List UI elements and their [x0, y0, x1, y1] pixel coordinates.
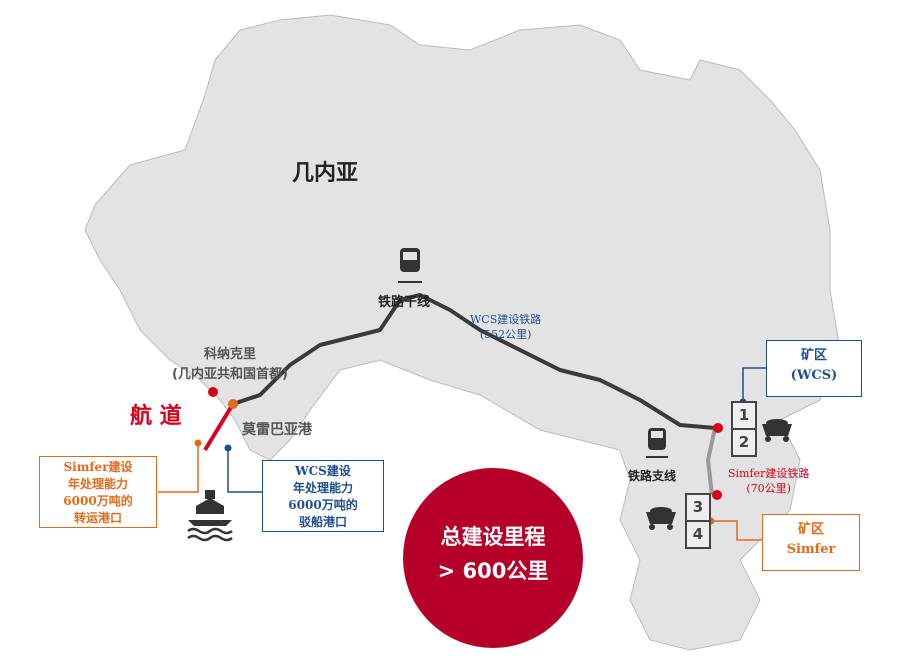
- rail-end-marker: [712, 490, 722, 500]
- wcs-rail-name: WCS建设铁路: [470, 313, 542, 326]
- mine-cart-icon: [646, 507, 676, 530]
- capital-name: 科纳克里: [203, 347, 256, 362]
- main-railway-label: 铁路干线: [378, 295, 431, 310]
- simfer-railway: [705, 427, 717, 496]
- box-line: 转运港口: [73, 511, 122, 525]
- box-line: Simfer: [786, 542, 836, 557]
- box-line: 矿区: [800, 348, 827, 363]
- box-line: (WCS): [790, 368, 838, 383]
- simfer-rail-length: (70公里): [746, 482, 791, 495]
- branch-railway-label: 铁路支线: [628, 469, 677, 483]
- train-icon: [398, 248, 422, 283]
- box-line: 6000万吨的: [63, 494, 133, 508]
- mine-block-3: 3: [685, 493, 711, 522]
- wcs-rail-label: WCS建设铁路 (552公里): [470, 312, 541, 342]
- mine-simfer-box: 矿区 Simfer: [762, 514, 860, 571]
- port-marker: [228, 399, 238, 409]
- wcs-main-railway: [232, 293, 716, 430]
- country-label: 几内亚: [292, 161, 359, 186]
- simfer-port-leader: [158, 443, 199, 493]
- box-line: Simfer建设: [63, 460, 133, 474]
- mine-wcs-box: 矿区 (WCS): [766, 340, 862, 397]
- mine-cart-icon: [762, 419, 792, 442]
- total-mileage-label: 总建设里程 > 600公里: [403, 520, 583, 588]
- capital-desc: (几内亚共和国首都): [172, 367, 288, 382]
- simfer-port-box: Simfer建设年处理能力 6000万吨的转运港口: [39, 456, 157, 528]
- mine-wcs-leader: [742, 367, 767, 402]
- box-line: 6000万吨的: [288, 498, 358, 512]
- port-label: 莫雷巴亚港: [242, 422, 312, 438]
- capital-label: 科纳克里 (几内亚共和国首都): [172, 345, 288, 385]
- total-circle: [403, 468, 583, 648]
- box-line: 驳船港口: [298, 515, 347, 529]
- box-line: WCS建设: [295, 464, 351, 478]
- wcs-rail-length: (552公里): [479, 328, 532, 341]
- mine-block-4: 4: [685, 520, 711, 549]
- mine-simfer-leader: [711, 520, 762, 541]
- total-value: > 600公里: [437, 559, 549, 583]
- simfer-rail-label: Simfer建设铁路 (70公里): [728, 466, 809, 496]
- wcs-port-leader: [227, 448, 262, 493]
- wcs-port-box: WCS建设年处理能力 6000万吨的驳船港口: [262, 460, 384, 532]
- train-icon: [646, 428, 668, 458]
- shipping-channel: [203, 402, 235, 452]
- ship-icon: [187, 490, 233, 542]
- simfer-rail-name: Simfer建设铁路: [728, 467, 810, 480]
- mine-block-2: 2: [731, 428, 757, 457]
- box-line: 年处理能力: [67, 477, 128, 491]
- box-line: 年处理能力: [292, 481, 353, 495]
- mine-block-1: 1: [731, 401, 757, 430]
- box-line: 矿区: [797, 522, 824, 537]
- capital-marker: [208, 387, 218, 397]
- total-title: 总建设里程: [440, 525, 546, 549]
- channel-label: 航 道: [130, 404, 182, 429]
- rail-junction-marker: [713, 423, 723, 433]
